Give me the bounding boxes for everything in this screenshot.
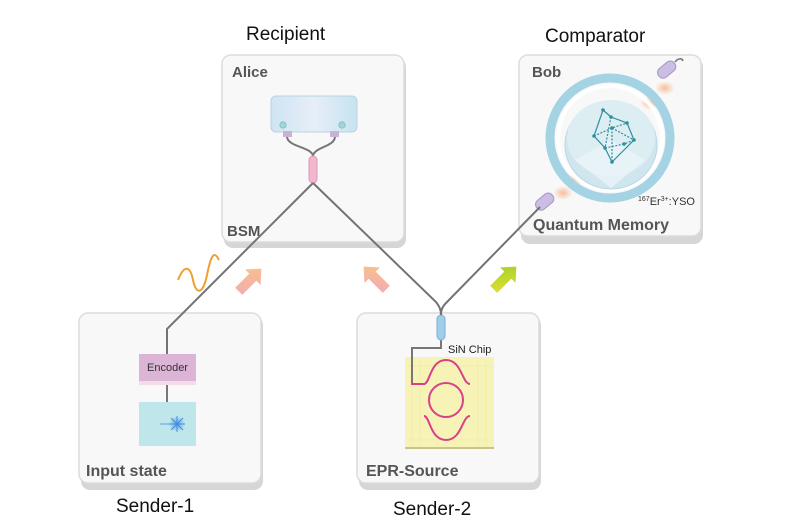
fiber-sender1-to-bsm	[166, 182, 314, 354]
arrow-epr-to-alice	[363, 266, 390, 293]
sender1-caption: Sender-1	[116, 496, 195, 517]
fiber-coupler-top	[657, 58, 684, 79]
quantum-memory-label: Quantum Memory	[533, 217, 669, 234]
fiber-coupler-bottom	[535, 192, 555, 211]
encoder-label: Encoder	[147, 362, 188, 374]
input-state-label: Input state	[86, 463, 167, 480]
fiber-epr-to-bob	[440, 206, 541, 316]
encoder-block	[139, 354, 196, 381]
microring-resonator-icon	[411, 358, 471, 442]
detector-box	[270, 95, 358, 137]
laser-source-icon	[160, 416, 185, 432]
arrow-sender1-to-alice	[235, 268, 262, 295]
fiber-splitter	[436, 314, 446, 341]
bob-title: Bob	[532, 64, 561, 81]
sin-chip-label: SiN Chip	[448, 344, 491, 356]
epr-source-panel: SiN Chip EPR-Source	[356, 312, 541, 490]
arrow-epr-to-bob	[490, 266, 517, 293]
memory-ring	[545, 73, 675, 203]
sin-chip	[405, 357, 494, 449]
photon-wave-icon	[177, 254, 220, 292]
alice-panel: Alice BSM	[221, 54, 406, 248]
input-state-panel: Encoder Input state	[78, 312, 263, 490]
comparator-caption: Comparator	[545, 26, 646, 47]
crystal-label: 167Er3+:YSO	[638, 196, 695, 208]
bob-panel: Bob	[518, 54, 703, 244]
recipient-caption: Recipient	[246, 24, 326, 45]
beam-splitter	[308, 155, 318, 184]
crystal-lattice-icon	[592, 108, 636, 164]
alice-title: Alice	[232, 64, 268, 81]
epr-source-label: EPR-Source	[366, 463, 459, 480]
bsm-label: BSM	[227, 223, 260, 240]
sender2-caption: Sender-2	[393, 499, 472, 520]
optical-fibers	[166, 182, 541, 354]
